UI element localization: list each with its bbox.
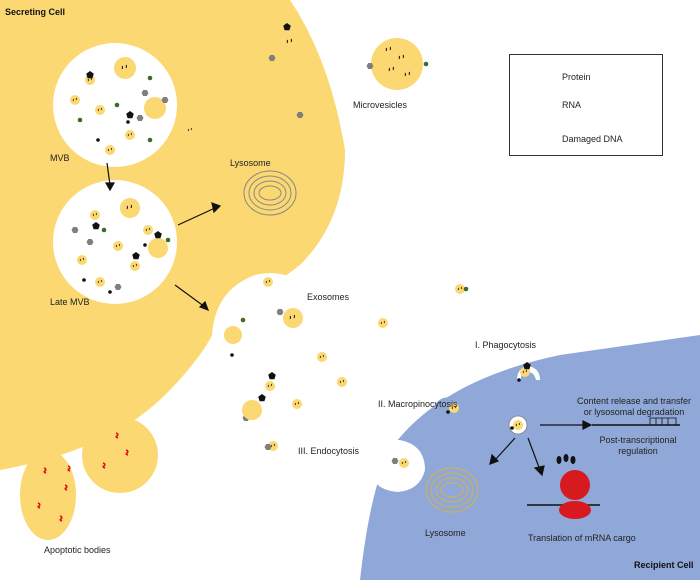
post-transcriptional-label: Post-transcriptional regulation xyxy=(598,435,678,457)
late-mvb-label: Late MVB xyxy=(50,297,90,308)
legend-damaged-dna-label: Damaged DNA xyxy=(562,134,623,145)
apoptotic-bodies-label: Apoptotic bodies xyxy=(44,545,111,556)
legend-rna-label: RNA xyxy=(562,100,581,111)
mvb-label: MVB xyxy=(50,153,70,164)
macropinocytosis-label: II. Macropinocytosis xyxy=(378,399,458,410)
recipient-cell-label: Recipient Cell xyxy=(634,560,694,571)
legend-protein-label: Protein xyxy=(562,72,591,83)
microvesicles-label: Microvesicles xyxy=(353,100,407,111)
lysosome-bottom-label: Lysosome xyxy=(425,528,466,539)
lysosome-top-label: Lysosome xyxy=(230,158,271,169)
endocytosis-label: III. Endocytosis xyxy=(298,446,359,457)
phagocytosis-label: I. Phagocytosis xyxy=(475,340,536,351)
content-release-label: Content release and transfer or lysosoma… xyxy=(572,396,696,418)
secreting-cell-label: Secreting Cell xyxy=(5,7,65,18)
translation-label: Translation of mRNA cargo xyxy=(528,533,636,544)
exosomes-label: Exosomes xyxy=(307,292,349,303)
